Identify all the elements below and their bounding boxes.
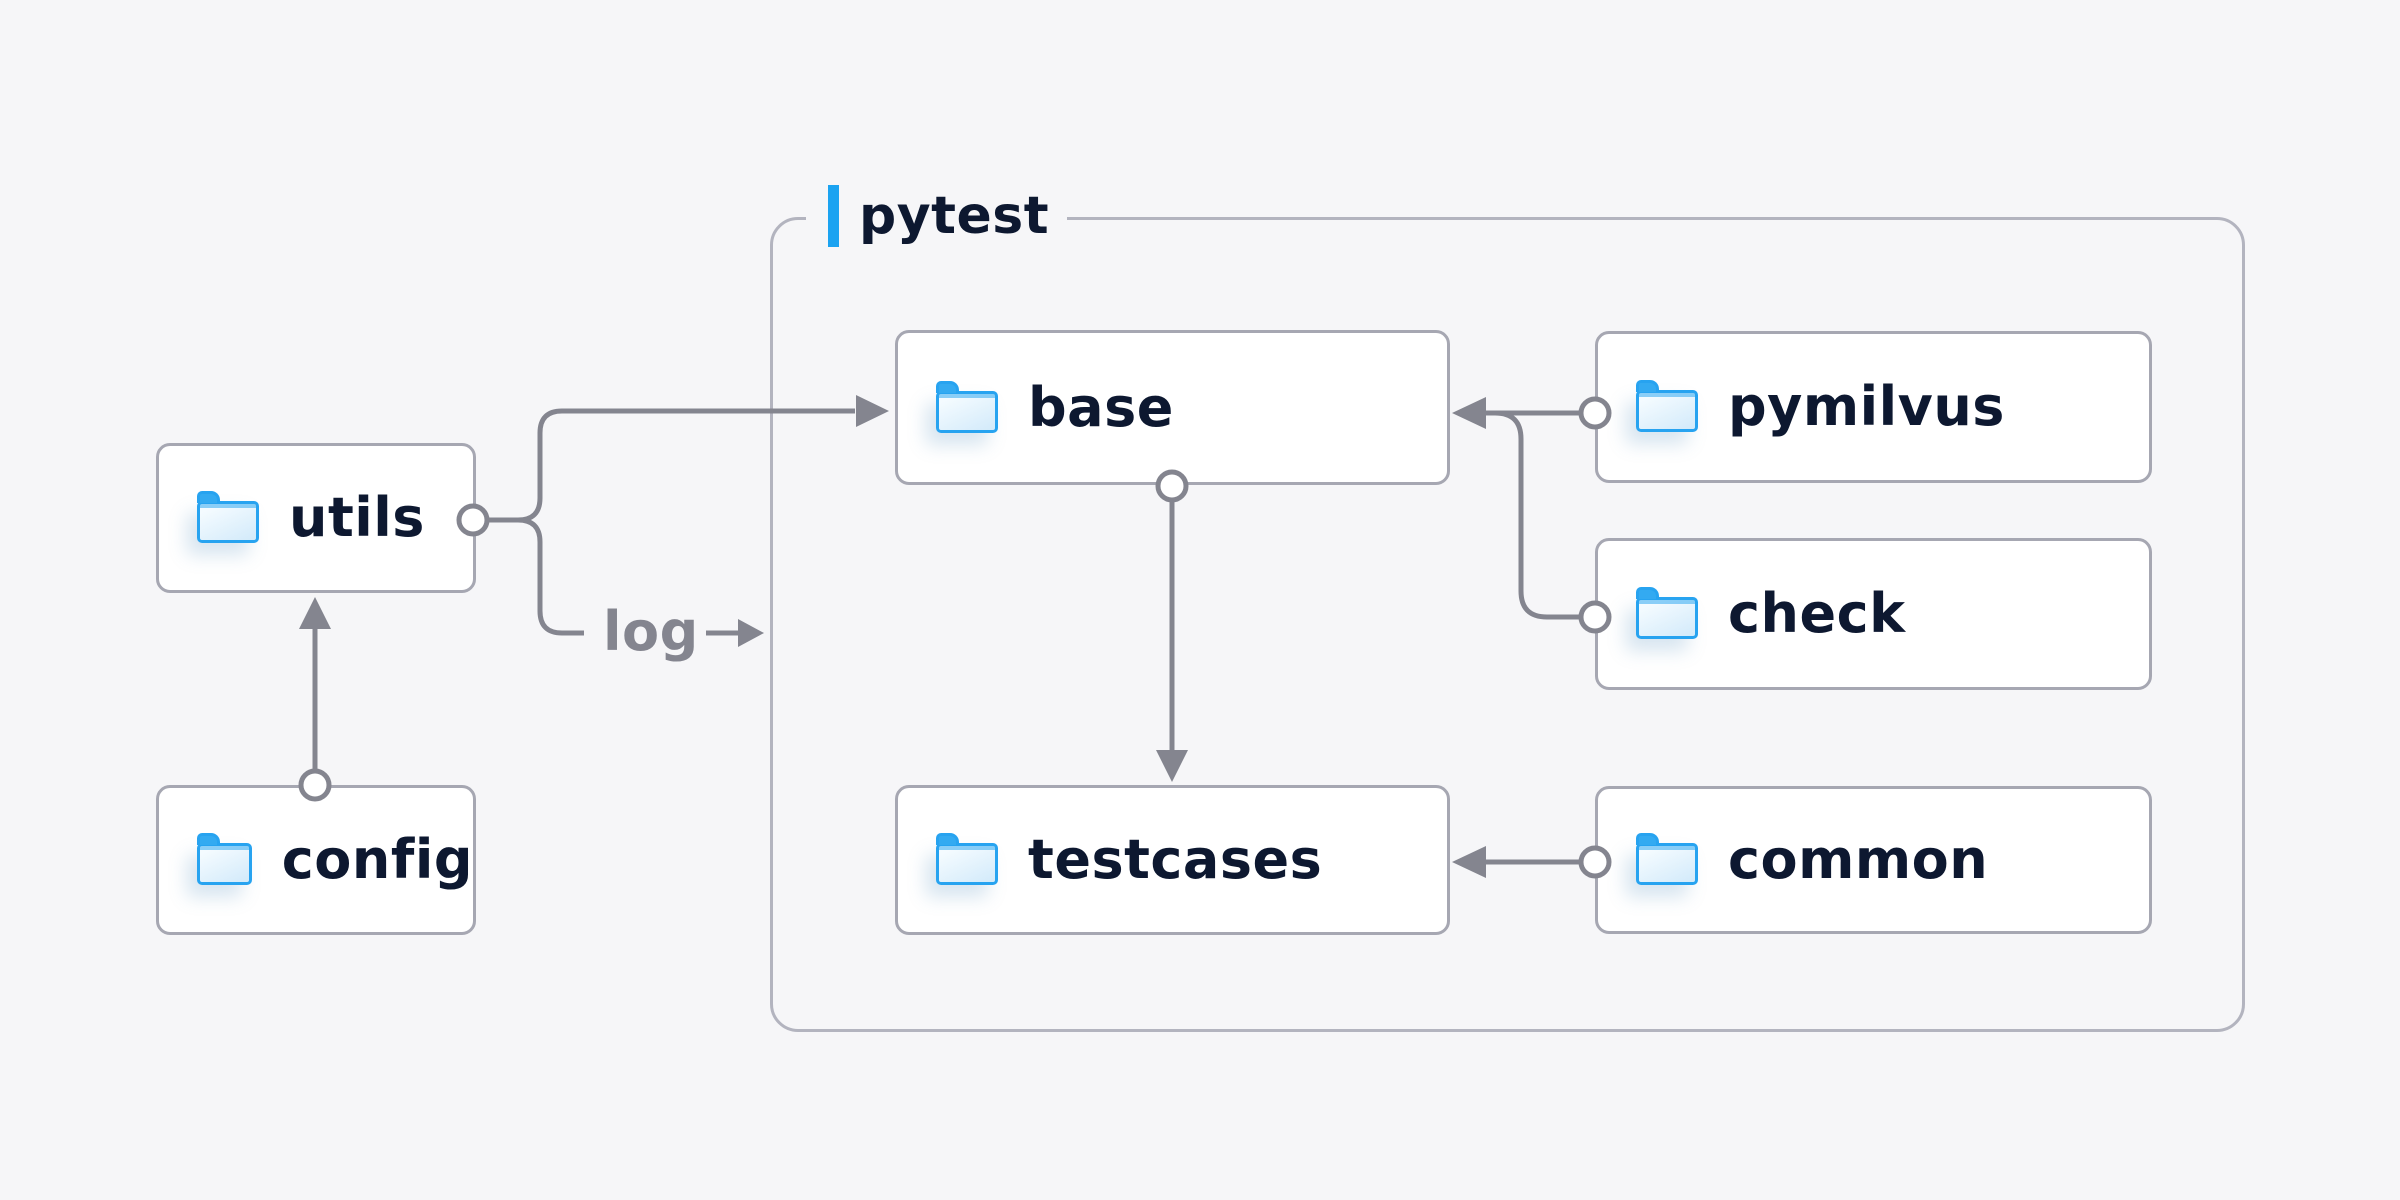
accent-bar xyxy=(828,185,839,247)
node-utils: utils xyxy=(156,443,476,593)
node-common-label: common xyxy=(1728,828,1989,891)
folder-icon xyxy=(197,491,259,543)
folder-icon xyxy=(1636,380,1698,432)
arrowhead-log-container xyxy=(738,619,764,647)
pytest-label: pytest xyxy=(806,183,1068,249)
node-pymilvus-label: pymilvus xyxy=(1728,375,2005,438)
node-check: check xyxy=(1595,538,2152,690)
folder-icon xyxy=(936,380,998,433)
folder-icon xyxy=(1636,587,1698,639)
node-check-label: check xyxy=(1728,582,1906,645)
pytest-label-text: pytest xyxy=(859,186,1050,246)
node-testcases: testcases xyxy=(895,785,1450,935)
node-config: config xyxy=(156,785,476,935)
node-base: base xyxy=(895,330,1450,485)
node-testcases-label: testcases xyxy=(1028,828,1323,891)
arrowhead-config-utils xyxy=(299,597,331,629)
folder-icon xyxy=(1636,833,1698,885)
node-utils-label: utils xyxy=(289,486,425,549)
node-common: common xyxy=(1595,786,2152,934)
log-edge-label: log xyxy=(603,599,699,663)
pytest-container xyxy=(770,217,2245,1032)
node-base-label: base xyxy=(1028,375,1174,439)
edge-utils-log xyxy=(487,517,584,636)
folder-icon xyxy=(197,833,252,885)
folder-icon xyxy=(936,833,998,885)
node-config-label: config xyxy=(281,828,473,891)
node-pymilvus: pymilvus xyxy=(1595,331,2152,483)
